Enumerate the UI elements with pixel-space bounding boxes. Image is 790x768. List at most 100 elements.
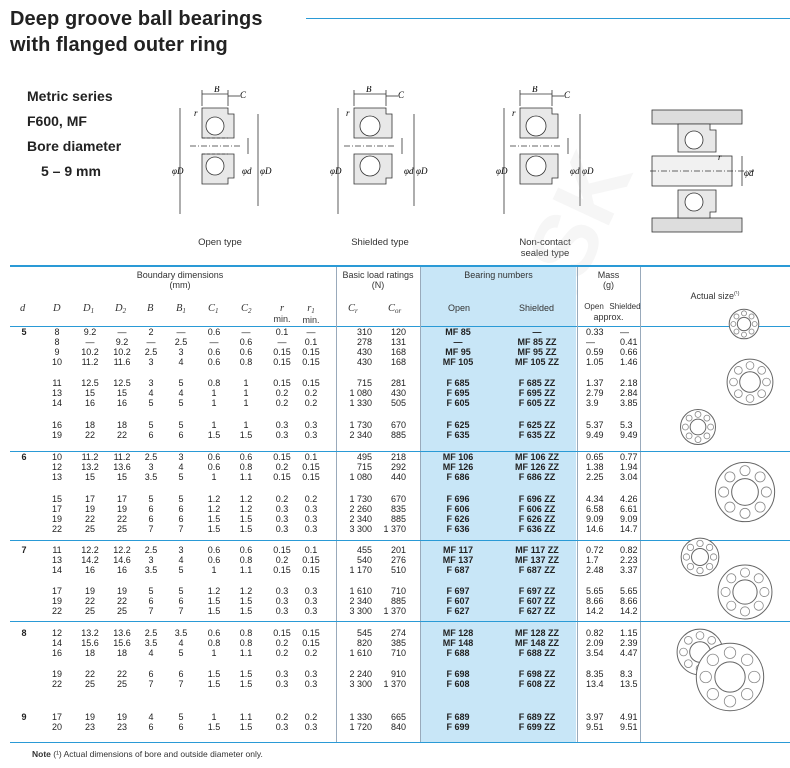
cell-D2: 22	[116, 514, 128, 524]
cell-D: 15	[51, 494, 63, 504]
cell-Cr: 455	[356, 545, 372, 555]
cell-open: MF 126	[442, 462, 474, 472]
cell-Cor: 440	[390, 472, 406, 482]
cell-r: 0.3	[275, 504, 289, 514]
cell-Cr: 1 080	[349, 388, 372, 398]
cell-r1: 0.15	[302, 565, 320, 575]
cell-shield: F 696 ZZ	[518, 494, 556, 504]
cell-Cr: 1 720	[349, 722, 372, 732]
label-d: φd	[570, 166, 580, 176]
cell-D: 11	[52, 545, 62, 555]
cell-Cr: 430	[356, 347, 372, 357]
cell-r: 0.15	[273, 472, 291, 482]
cell-D2: 25	[116, 606, 128, 616]
cell-D2: 19	[116, 504, 128, 514]
cell-D2: 22	[116, 596, 128, 606]
cell-D: 10	[51, 452, 63, 462]
cell-C1: 0.8	[207, 638, 221, 648]
cell-mo: 3.54	[586, 648, 604, 658]
cell-D1: 19	[84, 586, 96, 596]
actual-size-ring	[680, 537, 720, 577]
footnote: Note (¹) Actual dimensions of bore and o…	[32, 749, 263, 759]
caption-noncontact-type: Non-contact sealed type	[500, 237, 590, 259]
cell-D1: 22	[84, 514, 96, 524]
cell-C2: 1.5	[239, 524, 253, 534]
cell-open: F 689	[446, 712, 470, 722]
cell-Cr: 2 340	[349, 514, 372, 524]
cell-r1: 0.3	[304, 586, 318, 596]
cell-r1: 0.15	[302, 628, 320, 638]
label-D: φD	[172, 166, 184, 176]
cell-D: 17	[51, 712, 63, 722]
cell-r1: 0.3	[304, 669, 318, 679]
cell-Cr: 820	[356, 638, 372, 648]
header-load: Basic load ratings (N)	[342, 270, 414, 290]
cell-mo: 1.37	[586, 378, 604, 388]
cell-shield: F 607 ZZ	[518, 596, 556, 606]
cell-Cor: 281	[390, 378, 406, 388]
cell-Cr: 2 260	[349, 504, 372, 514]
cell-mo: 14.6	[586, 524, 604, 534]
actual-size-ring	[714, 461, 776, 523]
cell-r: 0.3	[275, 722, 289, 732]
cell-B: 6	[148, 722, 154, 732]
cell-r: 0.2	[275, 388, 289, 398]
cell-B1: 5	[178, 420, 184, 430]
cell-r: 0.3	[275, 679, 289, 689]
cell-D1: 25	[84, 524, 96, 534]
cell-Cor: 710	[390, 648, 406, 658]
cell-B: 5	[148, 398, 154, 408]
cell-B: 3.5	[144, 472, 158, 482]
cell-shield: F 635 ZZ	[518, 430, 556, 440]
cell-B1: 5	[178, 494, 184, 504]
cell-C1: 1.2	[207, 586, 221, 596]
cell-mo: 6.58	[586, 504, 604, 514]
cell-ms: 3.37	[620, 565, 638, 575]
cell-C1: 1	[211, 420, 217, 430]
cell-mo: —	[586, 337, 595, 347]
cell-shield: MF 85 ZZ	[517, 337, 557, 347]
cell-ms: 0.41	[620, 337, 638, 347]
cell-D: 19	[51, 669, 63, 679]
cell-B1: 4	[178, 357, 184, 367]
cell-ms: 1.94	[620, 462, 638, 472]
cell-open: MF 148	[442, 638, 474, 648]
table-header-rule	[10, 326, 790, 327]
cell-B: 2.5	[144, 347, 158, 357]
label-B: B	[214, 86, 220, 94]
table-divider-2	[420, 267, 421, 742]
cell-r1: 0.2	[304, 388, 318, 398]
cell-D2: 19	[116, 586, 128, 596]
cell-B1: 4	[178, 462, 184, 472]
cell-D: 20	[51, 722, 63, 732]
cell-D2: 15	[116, 472, 128, 482]
cell-ms: 0.77	[620, 452, 638, 462]
cell-shield: F 626 ZZ	[518, 514, 556, 524]
cell-ms: 3.04	[620, 472, 638, 482]
cell-ms: 13.5	[620, 679, 638, 689]
cell-mo: 0.72	[586, 545, 604, 555]
cell-D1: 11.2	[81, 357, 99, 367]
cell-d: 8	[21, 628, 27, 638]
cell-C2: 1.5	[239, 606, 253, 616]
header-mass: Mass (g)	[597, 270, 620, 290]
cell-mo: 3.97	[586, 712, 604, 722]
cell-shield: F 687 ZZ	[518, 565, 556, 575]
cell-C2: 1.2	[239, 494, 253, 504]
cell-D: 14	[51, 398, 63, 408]
header-mass-shielded: Shielded	[609, 302, 641, 311]
col-Cr: Cr	[348, 303, 358, 315]
cell-open: —	[453, 337, 463, 347]
cell-shield: MF 117 ZZ	[515, 545, 559, 555]
cell-D1: 18	[84, 648, 96, 658]
cell-B: 4	[148, 388, 154, 398]
cell-open: F 686	[446, 472, 470, 482]
cell-mo: 5.37	[586, 420, 604, 430]
cell-C1: 1.5	[207, 596, 221, 606]
page-title: Deep groove ball bearings with flanged o…	[10, 6, 263, 58]
cell-C1: 1.5	[207, 679, 221, 689]
actual-size-ring	[717, 564, 773, 620]
cell-open: F 635	[446, 430, 470, 440]
col-B1: B1	[176, 303, 186, 315]
